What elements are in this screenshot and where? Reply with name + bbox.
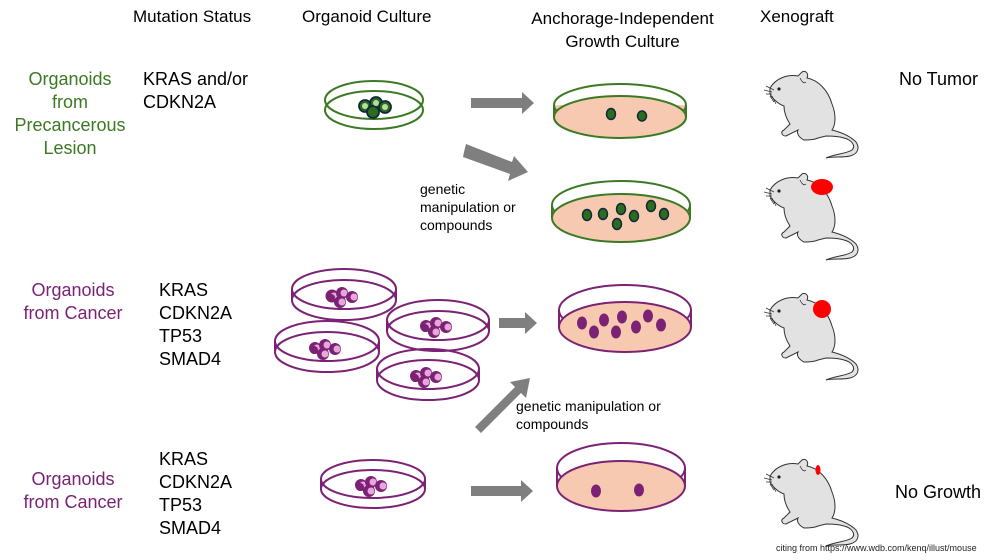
- organoid-cluster: [358, 96, 392, 119]
- organoid-cluster: [309, 339, 341, 360]
- arrow-to-agc-precancer: [471, 92, 534, 114]
- organoid-cluster: [410, 367, 442, 388]
- organoid-cluster: [355, 476, 387, 497]
- header-anchorage-line2: Growth Culture: [565, 32, 680, 51]
- group-label-line: Organoids: [31, 280, 115, 300]
- mutation-item: CDKN2A: [159, 303, 233, 323]
- colony: [636, 110, 648, 122]
- manipulation-line: compounds: [420, 217, 493, 233]
- colony: [581, 208, 593, 222]
- arrow-manipulation-precancer: [463, 144, 528, 181]
- mouse-no-tumor: [763, 70, 859, 159]
- colony: [591, 484, 601, 498]
- tumor-large: [813, 300, 831, 318]
- colony: [645, 199, 657, 213]
- group-label-cancer-2: Organoids from Cancer: [14, 468, 132, 514]
- organoid-dish: [274, 320, 380, 373]
- group-label-line: Organoids: [28, 69, 112, 89]
- group-label-line: Precancerous: [14, 115, 126, 135]
- mutation-item: TP53: [159, 495, 203, 515]
- manipulation-line: compounds: [516, 416, 589, 432]
- colony: [605, 107, 617, 121]
- header-anchorage-independent: Anchorage-Independent Growth Culture: [520, 7, 725, 53]
- group-label-line: from Cancer: [23, 492, 123, 512]
- outcome-no-tumor: No Tumor: [899, 69, 979, 89]
- agc-dish-precancer-manipulated: [551, 180, 691, 243]
- colony: [658, 207, 670, 221]
- colony: [589, 325, 599, 339]
- mutations-precancerous: KRAS and/or CDKN2A: [143, 68, 248, 114]
- header-organoid-culture: Organoid Culture: [302, 7, 432, 26]
- mutation-item: CDKN2A: [159, 472, 233, 492]
- group-label-precancerous: Organoids from Precancerous Lesion: [8, 68, 132, 160]
- mouse-tumor-cancer: [763, 292, 859, 381]
- mutations-cancer: KRAS CDKN2A TP53 SMAD4: [159, 279, 232, 371]
- organoid-cluster: [325, 287, 358, 308]
- mutation-item: TP53: [159, 326, 203, 346]
- group-label-cancer: Organoids from Cancer: [14, 279, 132, 325]
- colony: [634, 483, 644, 497]
- group-label-line: from: [52, 92, 88, 112]
- agc-dish-cancer: [558, 284, 692, 353]
- group-label-line: from Cancer: [23, 303, 123, 323]
- header-xenograft: Xenograft: [760, 7, 834, 26]
- colony: [611, 217, 623, 231]
- organoid-dish: [376, 348, 480, 401]
- arrow-manipulation-cancer: [475, 378, 530, 433]
- mutation-item: KRAS: [159, 280, 209, 300]
- arrow-to-agc-cancer-2: [471, 480, 533, 502]
- manipulation-line: genetic manipulation or: [516, 398, 661, 414]
- colony: [577, 316, 587, 330]
- colony: [631, 320, 641, 334]
- header-anchorage-line1: Anchorage-Independent: [531, 9, 714, 28]
- arrow-to-agc-cancer: [499, 312, 537, 334]
- organoid-dish: [386, 299, 490, 352]
- manipulation-label-precancer: genetic manipulation or compounds: [420, 180, 516, 234]
- manipulation-line: manipulation or: [420, 199, 516, 215]
- colony: [599, 313, 609, 327]
- mutation-item: KRAS: [159, 449, 209, 469]
- citation: citing from https://www.wdb.com/kenq/ill…: [776, 543, 977, 553]
- mutation-item: SMAD4: [159, 518, 222, 538]
- mouse-tumor-precancer-manipulated: [763, 172, 859, 261]
- colony: [615, 202, 627, 216]
- organoid-dishes-cancer: [274, 268, 490, 401]
- colony: [643, 309, 653, 323]
- organoid-cluster: [420, 317, 452, 338]
- manipulation-label-cancer: genetic manipulation or compounds: [516, 397, 661, 433]
- colony: [628, 209, 640, 223]
- organoid-dish: [291, 268, 397, 321]
- organoid-dish-cancer-2: [320, 459, 426, 509]
- manipulation-line: genetic: [420, 181, 466, 197]
- mutation-item: CDKN2A: [143, 92, 217, 112]
- outcome-no-growth: No Growth: [895, 482, 982, 502]
- mutations-cancer-2: KRAS CDKN2A TP53 SMAD4: [159, 448, 232, 540]
- tumor-large: [811, 179, 833, 195]
- tumor-small: [815, 465, 821, 475]
- agc-dish-cancer-2: [556, 442, 686, 512]
- group-label-line: Lesion: [43, 138, 97, 158]
- colony: [597, 207, 609, 221]
- colony: [617, 310, 627, 324]
- mutation-item: KRAS and/or: [143, 69, 249, 89]
- group-label-line: Organoids: [31, 469, 115, 489]
- mutation-item: SMAD4: [159, 349, 222, 369]
- header-mutation-status: Mutation Status: [133, 7, 252, 26]
- colony: [611, 325, 621, 339]
- organoid-dish-precancer: [324, 80, 424, 130]
- colony: [656, 318, 666, 332]
- agc-dish-precancer: [553, 83, 687, 139]
- mouse-no-growth: [763, 458, 859, 547]
